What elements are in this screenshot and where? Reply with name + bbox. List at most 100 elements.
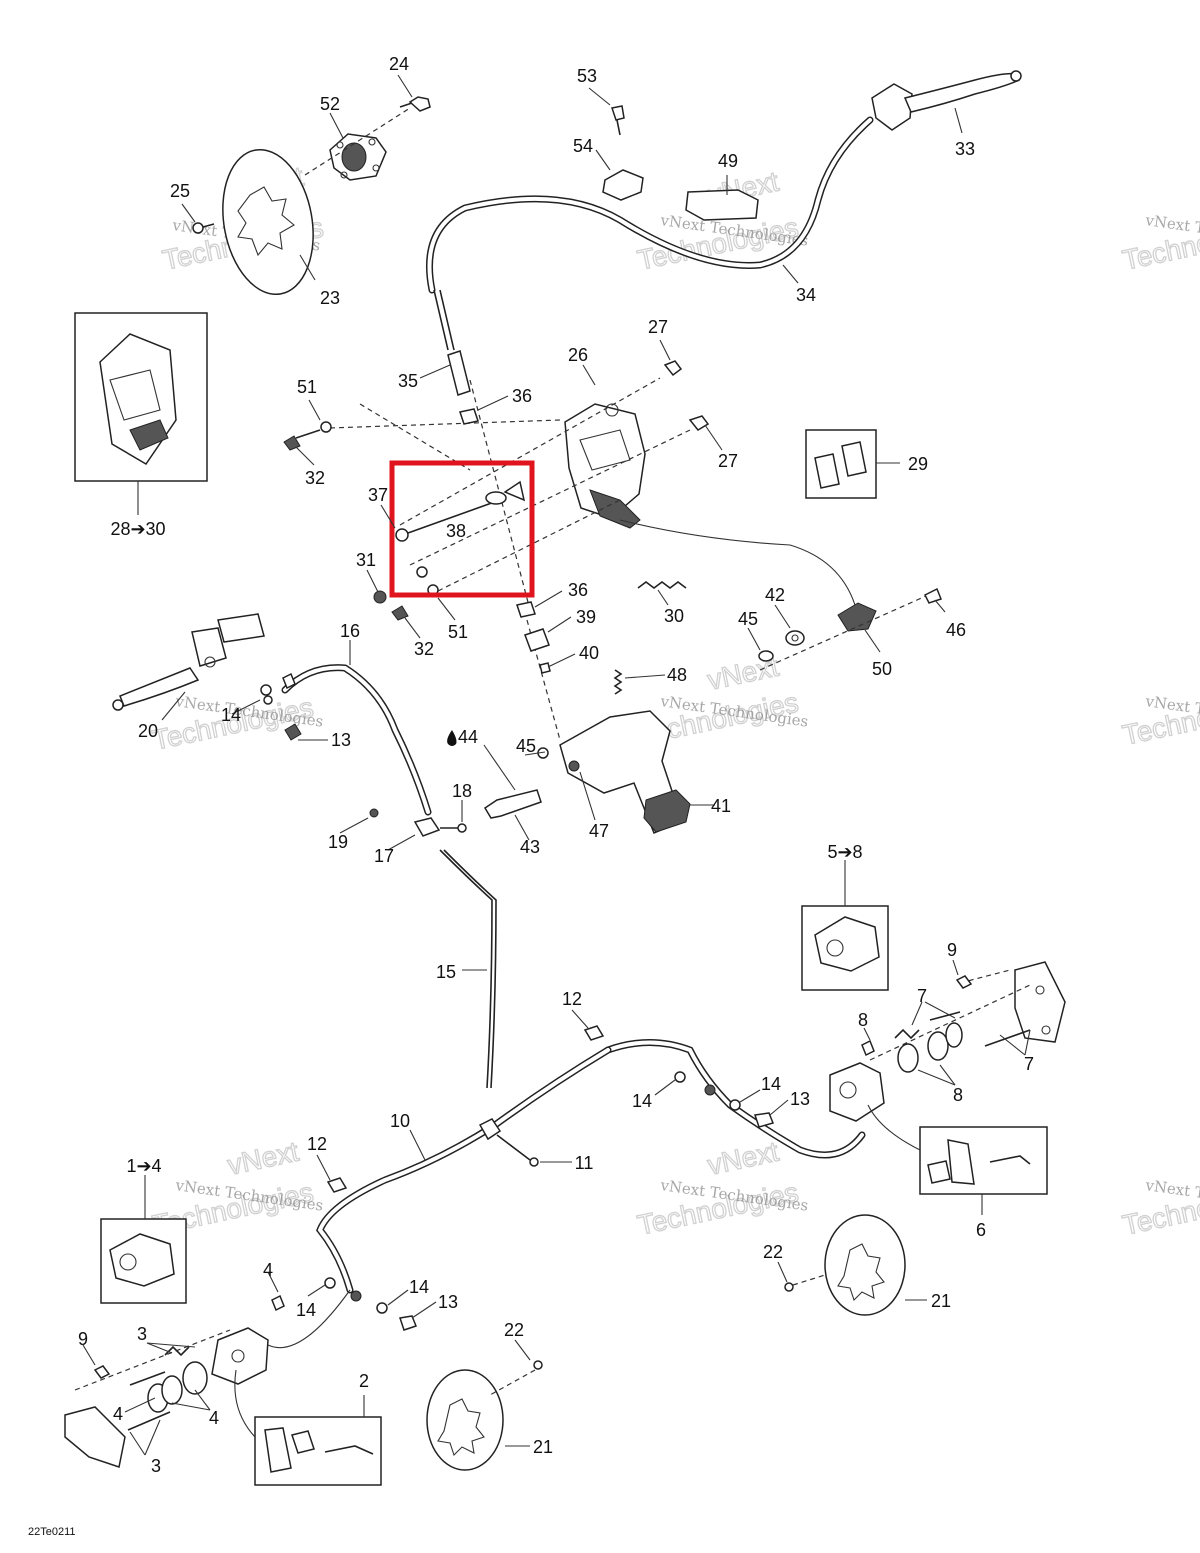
caliper-26 [564, 403, 646, 529]
callout-48: 48 [667, 665, 687, 685]
callout-labels: 24 52 25 23 53 54 49 33 34 35 36 26 27 2… [78, 54, 1034, 1476]
spring-30 [637, 581, 687, 589]
callout-41: 41 [711, 796, 731, 816]
callout-51-upper: 51 [297, 377, 317, 397]
callout-11: 11 [575, 1153, 594, 1173]
callout-36-lower: 36 [568, 580, 588, 600]
callout-14-mid: 14 [632, 1091, 652, 1111]
bolt-32-lower [391, 584, 439, 621]
callout-18: 18 [452, 781, 472, 801]
callout-7-upper: 7 [917, 986, 927, 1006]
pivot-bolt-43 [483, 747, 549, 819]
pad-kit-2 [234, 1369, 382, 1486]
bolt-27-lower [688, 415, 710, 431]
callout-42: 42 [765, 585, 785, 605]
callout-14-lower: 14 [409, 1277, 429, 1297]
caliper-kit-1-4 [100, 1175, 187, 1304]
callout-53: 53 [577, 66, 597, 86]
callout-34: 34 [796, 285, 816, 305]
callout-4-right: 4 [209, 1408, 219, 1428]
callout-51-lower: 51 [448, 622, 468, 642]
callout-19: 19 [328, 832, 348, 852]
callout-1-4: 1➔4 [126, 1156, 161, 1176]
callout-16: 16 [340, 621, 360, 641]
callout-26: 26 [568, 345, 588, 365]
callout-22-left: 22 [504, 1320, 524, 1340]
callout-13-lower: 13 [438, 1292, 458, 1312]
washer-42 [785, 630, 805, 646]
callout-7-lower: 7 [1024, 1054, 1034, 1074]
parts-37-38 [395, 480, 526, 542]
callout-45-lower: 45 [516, 736, 536, 756]
caliper-right [829, 1062, 885, 1122]
callout-32-upper: 32 [305, 468, 325, 488]
callout-15: 15 [436, 962, 456, 982]
callout-23: 23 [320, 288, 340, 308]
leader-lines [82, 74, 1031, 1456]
pad-kit-6 [867, 1104, 1048, 1215]
nut-47 [568, 760, 580, 772]
bolt-27-upper [663, 360, 683, 377]
parts-39-40 [524, 628, 551, 674]
callout-27-lower: 27 [718, 451, 738, 471]
callout-21-left: 21 [533, 1437, 553, 1457]
callout-28-30: 28➔30 [110, 519, 165, 539]
pistons-right [861, 1011, 1031, 1073]
callout-8-upper: 8 [858, 1010, 868, 1030]
callout-33: 33 [955, 139, 975, 159]
callout-3-upper: 3 [137, 1324, 147, 1344]
screw-25 [192, 222, 215, 234]
brake-disc-21-left [426, 1369, 504, 1471]
callout-12-right: 12 [562, 989, 582, 1009]
callout-46: 46 [946, 620, 966, 640]
axis-line [304, 107, 411, 176]
callout-20: 20 [138, 721, 158, 741]
caliper-kit-28-30 [74, 312, 208, 515]
callout-39: 39 [576, 607, 596, 627]
callout-29: 29 [908, 454, 928, 474]
master-cylinder-lever-20 [112, 613, 265, 711]
callout-5-8: 5➔8 [827, 842, 862, 862]
diagram-code: 22Te0211 [28, 1526, 76, 1538]
callout-14-upper: 14 [221, 705, 241, 725]
brake-lever-33 [871, 70, 1022, 131]
callout-43: 43 [520, 837, 540, 857]
callout-35: 35 [398, 371, 418, 391]
bracket-50 [837, 602, 877, 632]
callout-4-upper: 4 [263, 1260, 273, 1280]
washer-45 [758, 650, 774, 662]
callout-22-right: 22 [763, 1242, 783, 1262]
callout-14-left: 14 [296, 1300, 316, 1320]
callout-17: 17 [374, 846, 394, 866]
bolt-46 [923, 587, 942, 604]
callout-3-lower: 3 [151, 1456, 161, 1476]
callout-13-upper: 13 [331, 730, 351, 750]
brake-pedal-41 [559, 710, 691, 834]
callout-37: 37 [368, 485, 388, 505]
callout-44: 44 [458, 727, 478, 747]
callout-6: 6 [976, 1220, 986, 1240]
bolt-31 [373, 566, 428, 604]
callout-2: 2 [359, 1371, 369, 1391]
callout-32-lower: 32 [414, 639, 434, 659]
clip-12 [326, 1025, 605, 1193]
screw-53 [611, 105, 625, 136]
screw-9-left [93, 1365, 111, 1379]
callout-45-upper: 45 [738, 609, 758, 629]
fitting-14-13 [260, 672, 302, 741]
clamp-54 [602, 169, 644, 201]
callout-49: 49 [718, 151, 738, 171]
svg-text:vNext: vNext [705, 1136, 782, 1181]
callout-50: 50 [872, 659, 892, 679]
callout-30: 30 [664, 606, 684, 626]
nut-36 [459, 408, 536, 618]
callout-47: 47 [589, 821, 609, 841]
brake-hose-10 [315, 1046, 612, 1294]
callout-21-right: 21 [931, 1291, 951, 1311]
spring-48 [613, 669, 623, 695]
junction-11 [478, 1118, 539, 1167]
bolt-32-upper [283, 421, 332, 451]
callout-36-upper: 36 [512, 386, 532, 406]
callout-12-left: 12 [307, 1134, 327, 1154]
